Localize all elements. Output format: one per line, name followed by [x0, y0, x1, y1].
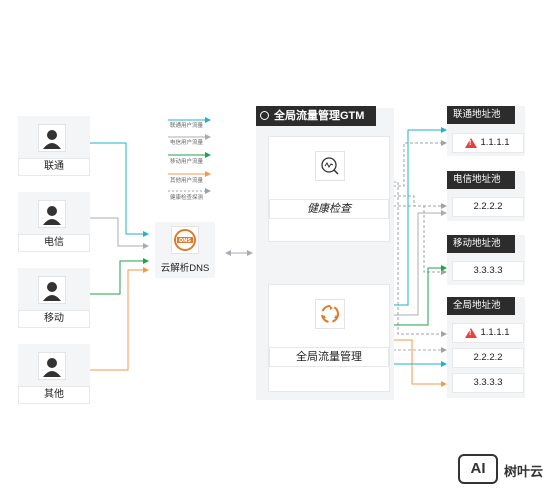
dns-icon: DNS [171, 226, 199, 254]
pool-title-global: 全局地址池 [447, 297, 515, 315]
user-label-telecom: 电信 [18, 234, 90, 252]
health-check-node: 健康检查 [268, 136, 390, 242]
user-label-mobile: 移动 [18, 310, 90, 328]
traffic-mgmt-node: 全局流量管理 [268, 284, 390, 392]
pool-row: 1.1.1.1 [452, 323, 524, 343]
user-card-mobile: 移动 [18, 268, 90, 328]
warning-icon [465, 328, 477, 338]
unicom-to-dns-line [90, 142, 149, 237]
monitor-icon [315, 151, 345, 181]
user-label-other: 其他 [18, 386, 90, 404]
pool-title-unicom: 联通地址池 [447, 106, 515, 124]
legend-other: 其他用户流量 [170, 178, 204, 184]
pool-row: 2.2.2.2 [452, 197, 524, 217]
route-mobile-line [388, 265, 447, 326]
user-avatar-icon [38, 352, 66, 380]
ai-logo-icon: AI [458, 454, 498, 484]
user-label-unicom: 联通 [18, 158, 90, 176]
user-avatar-icon [38, 276, 66, 304]
dns-node: DNS 云解析DNS [155, 222, 215, 278]
route-telecom-line [388, 210, 447, 316]
svg-text:DNS: DNS [179, 238, 191, 244]
route-unicom-line [388, 127, 447, 306]
legend-mobile: 移动用户流量 [170, 159, 204, 165]
pool-row: 3.3.3.3 [452, 261, 524, 281]
pool-row: 3.3.3.3 [452, 373, 524, 393]
user-avatar-icon [38, 200, 66, 228]
probe-unicom-line [388, 140, 447, 187]
mobile-to-dns-line [90, 258, 149, 295]
watermark-text: 树叶云 [504, 464, 544, 479]
health-check-label: 健康检查 [269, 199, 389, 219]
probe-telecom-line [388, 195, 447, 209]
user-avatar-icon [38, 124, 66, 152]
warning-icon [465, 138, 477, 148]
user-card-other: 其他 [18, 344, 90, 404]
route-other-line [388, 339, 447, 387]
traffic-cycle-icon [315, 299, 345, 329]
other-to-dns-line [90, 267, 149, 371]
telecom-to-dns-line [90, 217, 149, 249]
legend-telecom: 电信用户流量 [170, 140, 204, 146]
gtm-title: 全局流量管理GTM [256, 106, 376, 126]
user-card-telecom: 电信 [18, 192, 90, 252]
user-card-unicom: 联通 [18, 116, 90, 176]
traffic-mgmt-label: 全局流量管理 [269, 347, 389, 367]
legend-unicom: 联通用户流量 [170, 123, 204, 129]
pool-row: 2.2.2.2 [452, 348, 524, 368]
pool-title-telecom: 电信地址池 [447, 171, 515, 189]
watermark: AI 树叶云 [458, 454, 554, 488]
dns-label: 云解析DNS [160, 263, 210, 274]
pool-row: 1.1.1.1 [452, 133, 524, 153]
probe-global-line [388, 181, 447, 337]
legend-probe: 健康检查探测 [170, 195, 204, 201]
gtm-logo-icon [260, 111, 269, 120]
pool-title-mobile: 移动地址池 [447, 235, 515, 253]
probe-mobile-line [388, 205, 447, 275]
